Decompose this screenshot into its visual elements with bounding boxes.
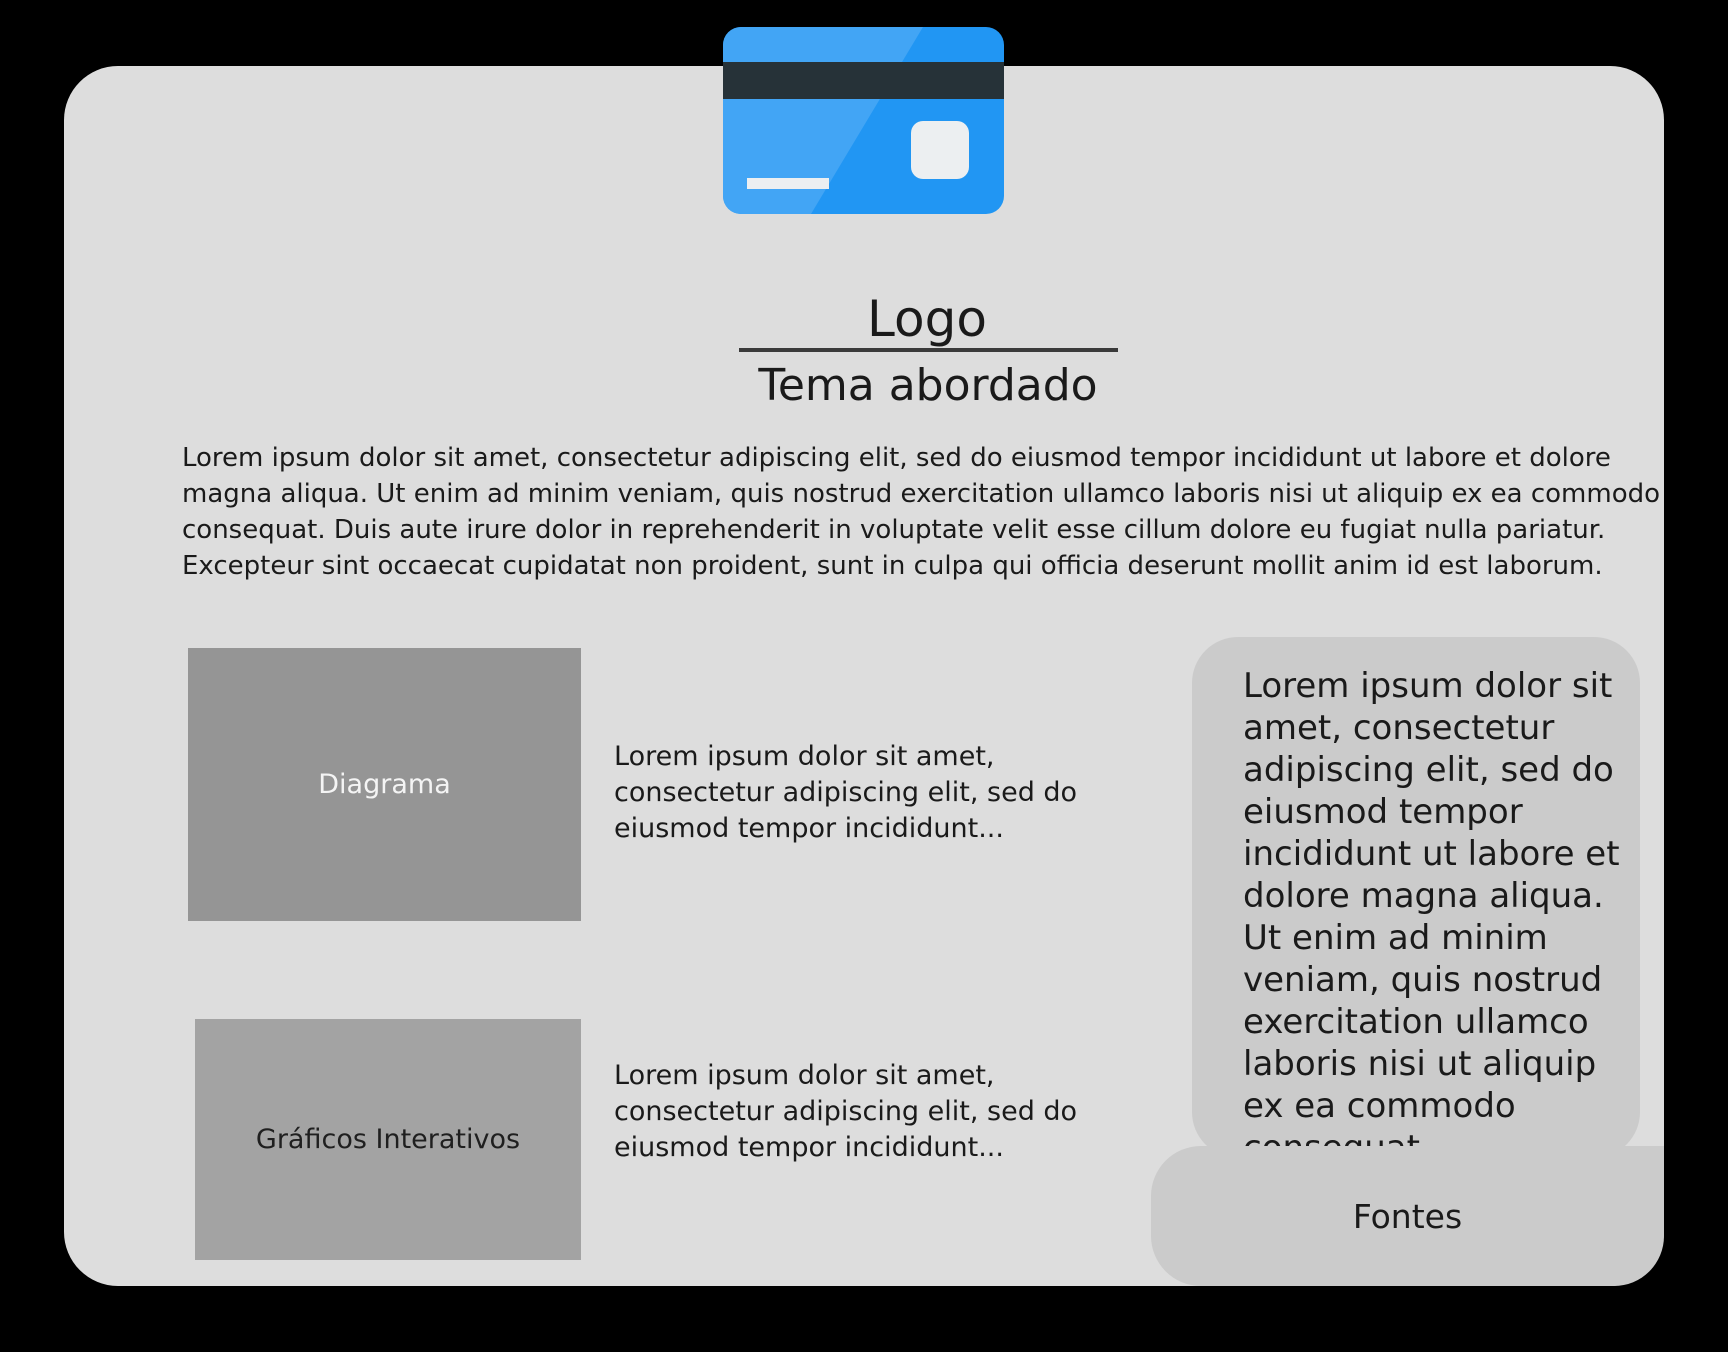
diagram-placeholder[interactable]: Diagrama	[188, 648, 581, 921]
diagram-label: Diagrama	[318, 769, 451, 800]
diagram-description: Lorem ipsum dolor sit amet, consectetur …	[614, 741, 1078, 844]
page-subtitle: Tema abordado	[758, 360, 1098, 411]
sources-button[interactable]: Fontes	[1151, 1146, 1664, 1286]
sources-button-label: Fontes	[1352, 1196, 1463, 1236]
interactive-charts-description: Lorem ipsum dolor sit amet, consectetur …	[614, 1060, 1078, 1163]
text-card-body: Lorem ipsum dolor sit amet, consectetur …	[1243, 666, 1620, 1168]
text-card: Lorem ipsum dolor sit amet, consectetur …	[1192, 637, 1640, 1168]
logo-label: Logo	[867, 290, 987, 348]
content-panel: Logo Tema abordado Lorem ipsum dolor sit…	[64, 66, 1664, 1286]
credit-card-icon	[723, 27, 1004, 214]
title-divider	[739, 348, 1118, 352]
intro-paragraph: Lorem ipsum dolor sit amet, consectetur …	[182, 443, 1661, 581]
interactive-charts-label: Gráficos Interativos	[255, 1124, 521, 1155]
interactive-charts-placeholder[interactable]: Gráficos Interativos	[195, 1019, 581, 1260]
